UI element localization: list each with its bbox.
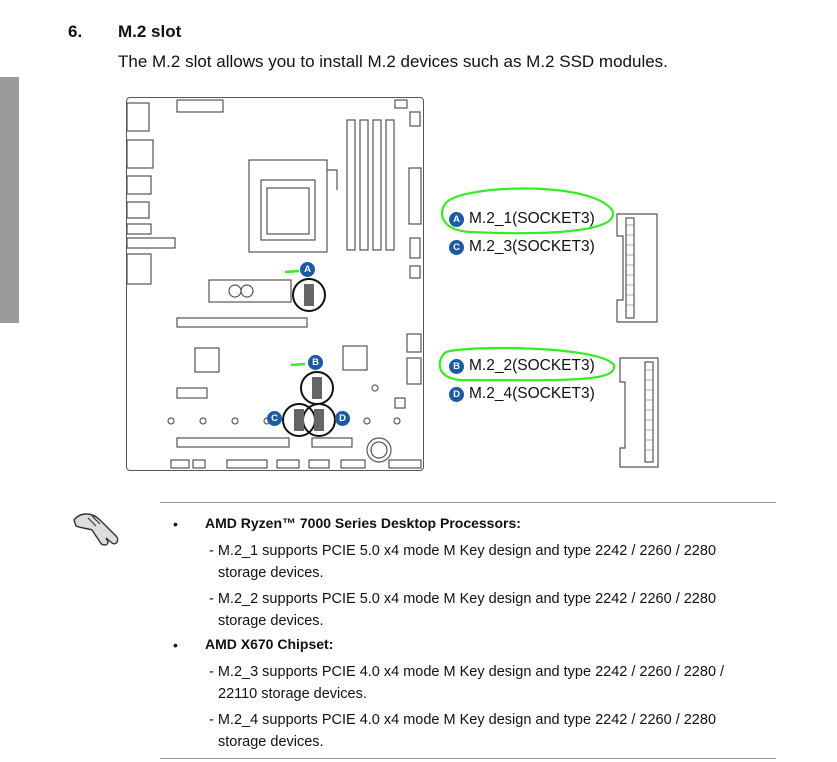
slot-label-m2-2: B M.2_2(SOCKET3): [449, 357, 595, 375]
callout-c-badge: C: [267, 411, 287, 426]
note-item-m2-2: - M.2_2 supports PCIE 5.0 x4 mode M Key …: [209, 591, 717, 629]
chapter-side-tab: [0, 77, 19, 323]
slot-label-m2-4: D M.2_4(SOCKET3): [449, 385, 595, 403]
slot-label-m2-1: A M.2_1(SOCKET3): [449, 210, 595, 228]
callout-a-badge: A: [300, 262, 320, 277]
badge-a: A: [449, 211, 464, 227]
slot-label-m2-3: C M.2_3(SOCKET3): [449, 238, 595, 256]
divider-bottom: [160, 758, 776, 759]
section-intro: The M.2 slot allows you to install M.2 d…: [118, 52, 668, 71]
note-heading-processors: AMD Ryzen™ 7000 Series Desktop Processor…: [205, 515, 521, 531]
badge-d: D: [449, 386, 464, 402]
divider-top: [160, 502, 776, 503]
motherboard-layout: [126, 97, 424, 471]
callout-b-badge: B: [308, 355, 328, 370]
section-number: 6.: [68, 22, 83, 41]
note-item-m2-1: - M.2_1 supports PCIE 5.0 x4 mode M Key …: [209, 543, 717, 581]
callout-d-badge: D: [335, 411, 355, 426]
section-title: M.2 slot: [118, 22, 182, 41]
note-heading-chipset: AMD X670 Chipset:: [205, 636, 334, 652]
badge-c: C: [449, 239, 464, 255]
motherboard-drawing: [126, 99, 422, 469]
note-bullet-1: •: [173, 516, 178, 532]
badge-b: B: [449, 358, 464, 374]
note-item-m2-4: - M.2_4 supports PCIE 4.0 x4 mode M Key …: [209, 712, 717, 750]
note-item-m2-3: - M.2_3 supports PCIE 4.0 x4 mode M Key …: [209, 664, 725, 702]
note-bullet-2: •: [173, 637, 178, 653]
